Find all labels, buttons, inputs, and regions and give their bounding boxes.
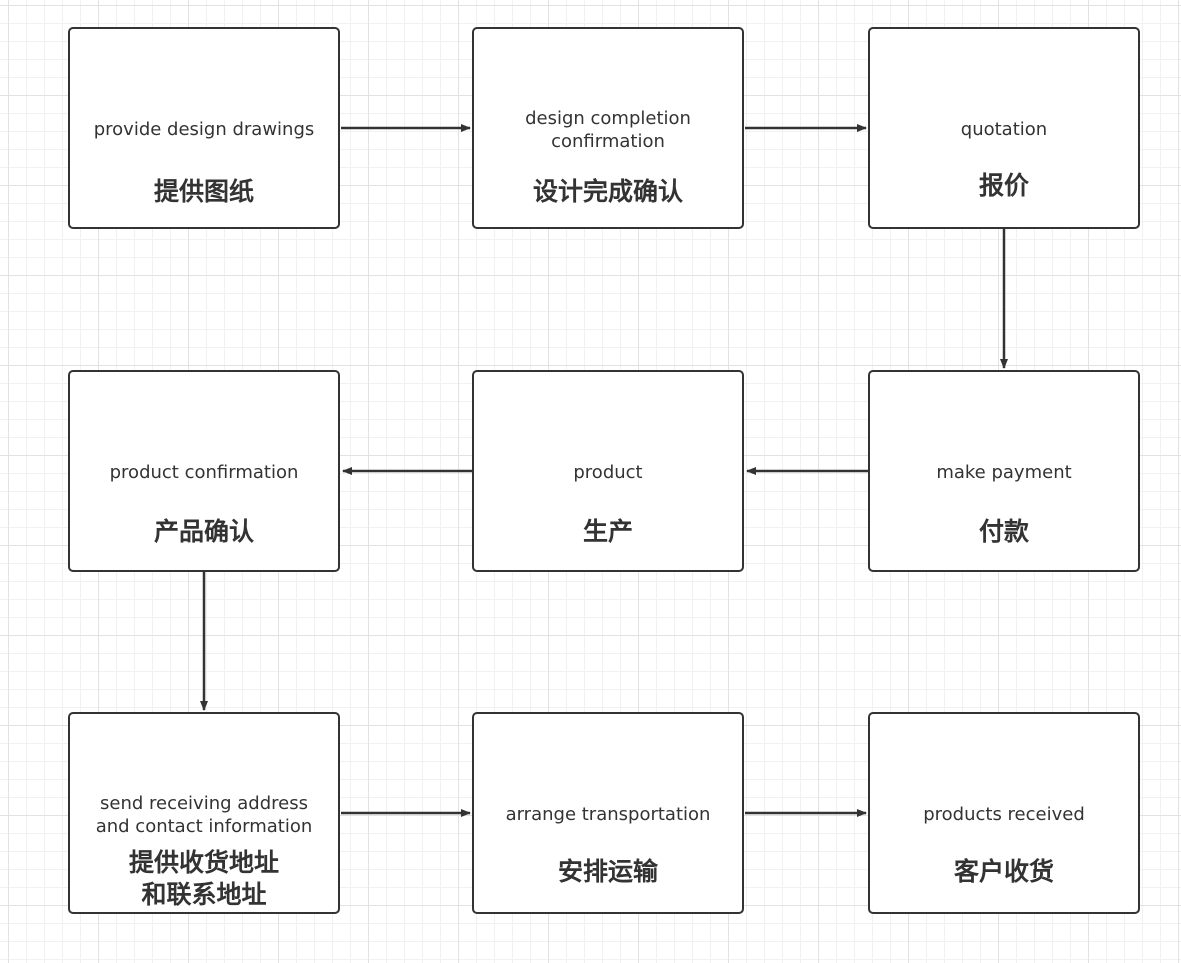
node-design-completion-confirmation[interactable]: design completion confirmation 设计完成确认 <box>472 27 744 229</box>
node-label-en: quotation <box>960 119 1048 140</box>
node-quotation[interactable]: quotation 报价 <box>868 27 1140 229</box>
node-label-en: products received <box>923 804 1085 825</box>
node-label-zh: 安排运输 <box>557 857 658 886</box>
node-products-received[interactable]: products received 客户收货 <box>868 712 1140 914</box>
node-send-receiving-address[interactable]: send receiving address and contact infor… <box>68 712 340 914</box>
node-label-zh: 生产 <box>582 517 633 546</box>
node-product-confirmation[interactable]: product confirmation 产品确认 <box>68 370 340 572</box>
node-label-zh: 付款 <box>978 517 1029 546</box>
node-label-zh: 客户收货 <box>953 857 1054 886</box>
node-label-zh: 产品确认 <box>153 517 254 546</box>
node-product[interactable]: product 生产 <box>472 370 744 572</box>
node-label-zh: 设计完成确认 <box>532 177 683 206</box>
node-label-en: design completion confirmation <box>525 108 691 152</box>
node-label-zh: 提供收货地址 和联系地址 <box>128 848 279 909</box>
node-make-payment[interactable]: make payment 付款 <box>868 370 1140 572</box>
node-label-en: provide design drawings <box>93 119 315 140</box>
node-provide-design-drawings[interactable]: provide design drawings 提供图纸 <box>68 27 340 229</box>
node-label-en: product <box>573 462 643 483</box>
node-arrange-transportation[interactable]: arrange transportation 安排运输 <box>472 712 744 914</box>
node-label-en: send receiving address and contact infor… <box>95 793 313 837</box>
node-label-en: arrange transportation <box>505 804 711 825</box>
node-label-zh: 提供图纸 <box>153 177 254 206</box>
node-label-en: product confirmation <box>109 462 299 483</box>
node-label-zh: 报价 <box>978 171 1029 200</box>
node-label-en: make payment <box>936 462 1072 483</box>
